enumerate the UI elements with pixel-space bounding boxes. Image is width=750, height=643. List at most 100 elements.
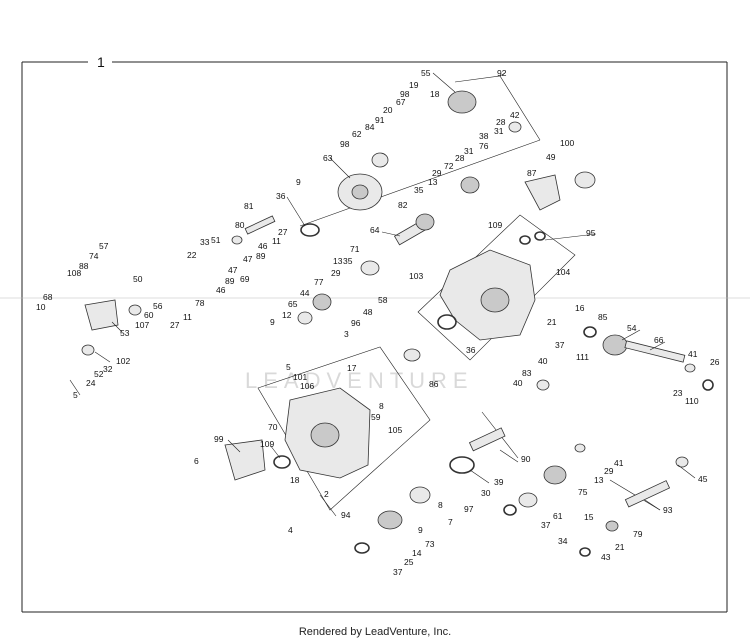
callout-110: 110 <box>685 396 699 406</box>
callout-79: 79 <box>633 529 643 539</box>
callout-71: 71 <box>350 244 360 254</box>
gear-44 <box>297 311 313 325</box>
callout-36b: 36 <box>466 345 476 355</box>
gear-73 <box>377 510 403 530</box>
callout-54: 54 <box>627 323 637 333</box>
gear-77 <box>312 293 332 311</box>
callout-30: 30 <box>481 488 491 498</box>
callout-70: 70 <box>268 422 278 432</box>
cover-97 <box>409 486 431 504</box>
callout-88: 88 <box>79 261 89 271</box>
callout-45: 45 <box>698 474 708 484</box>
callout-23: 23 <box>673 388 683 398</box>
callout-84: 84 <box>365 122 375 132</box>
shaft-93 <box>624 480 671 508</box>
callout-107: 107 <box>135 320 149 330</box>
gear-83 <box>536 379 550 391</box>
callout-4: 4 <box>288 525 293 535</box>
gear-75 <box>543 465 567 485</box>
ring-104 <box>534 231 546 241</box>
gear-82 <box>415 213 435 231</box>
housing-94-bore <box>310 422 340 448</box>
callout-65: 65 <box>288 299 298 309</box>
callout-24: 24 <box>86 378 96 388</box>
callout-8b: 8 <box>438 500 443 510</box>
callout-94: 94 <box>341 510 351 520</box>
ring-37-lower <box>354 542 370 554</box>
callout-99: 99 <box>214 434 224 444</box>
callout-109b: 109 <box>260 439 274 449</box>
ring-39 <box>449 456 475 474</box>
callout-13b: 13 <box>333 256 343 266</box>
callout-27b: 27 <box>170 320 180 330</box>
callout-68: 68 <box>43 292 53 302</box>
callout-40b: 40 <box>513 378 523 388</box>
callout-56: 56 <box>153 301 163 311</box>
bearing-45 <box>675 456 689 468</box>
callout-101: 101 <box>293 372 307 382</box>
callout-90: 90 <box>521 454 531 464</box>
watermark: LEADVENTURE <box>245 368 474 393</box>
callout-labels: 55 92 19 98 18 67 20 91 84 42 28 31 38 6… <box>36 68 720 577</box>
callout-36a: 36 <box>276 191 286 201</box>
callout-95: 95 <box>586 228 596 238</box>
callout-28b: 28 <box>455 153 465 163</box>
callout-85: 85 <box>598 312 608 322</box>
cover-53 <box>84 299 119 331</box>
callout-93: 93 <box>663 505 673 515</box>
callout-73: 73 <box>425 539 435 549</box>
callout-7: 7 <box>448 517 453 527</box>
callout-5b: 5 <box>73 390 78 400</box>
callout-35a: 35 <box>414 185 424 195</box>
callout-2: 2 <box>324 489 329 499</box>
callout-37c: 37 <box>393 567 403 577</box>
callout-15: 15 <box>584 512 594 522</box>
ring-85 <box>583 326 597 338</box>
callout-47b: 47 <box>228 265 238 275</box>
callout-14: 14 <box>412 548 422 558</box>
callout-17: 17 <box>347 363 357 373</box>
callout-80: 80 <box>235 220 245 230</box>
callout-18: 18 <box>290 475 300 485</box>
bearing-42 <box>508 121 522 133</box>
callout-87: 87 <box>527 168 537 178</box>
gear-86 <box>403 348 421 362</box>
shaft-90 <box>468 427 506 452</box>
callout-41b: 41 <box>614 458 624 468</box>
callout-92: 92 <box>497 68 507 78</box>
leader-lines <box>69 72 696 517</box>
callout-6: 6 <box>194 456 199 466</box>
callout-13a: 13 <box>428 177 438 187</box>
callout-3: 3 <box>344 329 349 339</box>
callout-59: 59 <box>371 412 381 422</box>
callout-37b: 37 <box>541 520 551 530</box>
callout-66: 66 <box>654 335 664 345</box>
callout-51: 51 <box>211 235 221 245</box>
plate-87 <box>524 174 561 211</box>
ring-36-upper <box>300 223 320 237</box>
callout-25: 25 <box>404 557 414 567</box>
callout-75: 75 <box>578 487 588 497</box>
callout-13c: 13 <box>594 475 604 485</box>
callout-58: 58 <box>378 295 388 305</box>
callout-72: 72 <box>444 161 454 171</box>
callout-32: 32 <box>103 364 113 374</box>
callout-74: 74 <box>89 251 99 261</box>
callout-105: 105 <box>388 425 402 435</box>
callout-29b: 29 <box>331 268 341 278</box>
callout-34: 34 <box>558 536 568 546</box>
plate-99 <box>224 439 266 481</box>
gear-79 <box>605 520 619 532</box>
callout-109a: 109 <box>488 220 502 230</box>
gear-54 <box>602 334 628 356</box>
seal-102 <box>81 344 95 356</box>
callout-21a: 21 <box>547 317 557 327</box>
shaft-66 <box>624 340 686 363</box>
bearing-41-right <box>684 363 696 373</box>
callout-55: 55 <box>421 68 431 78</box>
callout-40a: 40 <box>538 356 548 366</box>
callout-52: 52 <box>94 369 104 379</box>
gear-62 <box>371 152 389 168</box>
callout-46b: 46 <box>216 285 226 295</box>
callout-60: 60 <box>144 310 154 320</box>
